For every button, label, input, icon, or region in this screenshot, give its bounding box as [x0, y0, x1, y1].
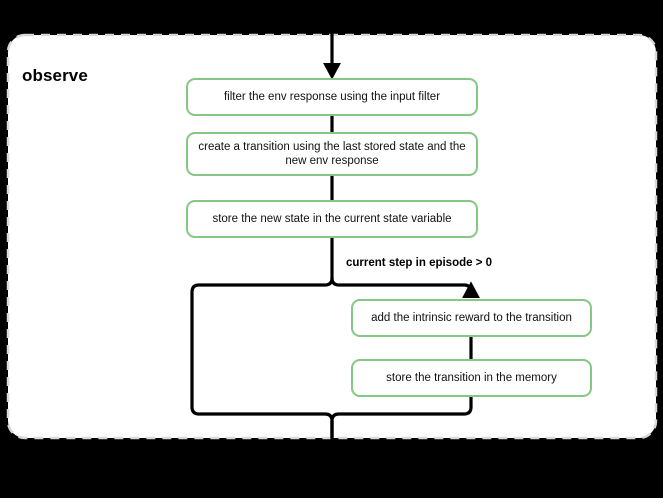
group-title-observe: observe [22, 66, 88, 85]
node-store-new-state[interactable]: store the new state in the current state… [186, 200, 478, 238]
node-store-transition-memory[interactable]: store the transition in the memory [351, 359, 592, 397]
node-label: store the transition in the memory [386, 372, 557, 384]
node-label: filter the env response using the input … [223, 91, 441, 103]
node-add-intrinsic-reward[interactable]: add the intrinsic reward to the transiti… [351, 299, 592, 337]
node-label: store the new state in the current state… [212, 213, 452, 225]
edge-store-transition-to-merge [330, 397, 473, 438]
node-label: add the intrinsic reward to the transiti… [371, 312, 572, 324]
node-label: create a transition using the last store… [198, 141, 466, 167]
edge-label-condition: current step in episode > 0 [346, 257, 493, 269]
edge-branch-skip [190, 277, 334, 438]
node-create-transition[interactable]: create a transition using the last store… [186, 132, 478, 176]
node-filter-env-response[interactable]: filter the env response using the input … [186, 78, 478, 116]
